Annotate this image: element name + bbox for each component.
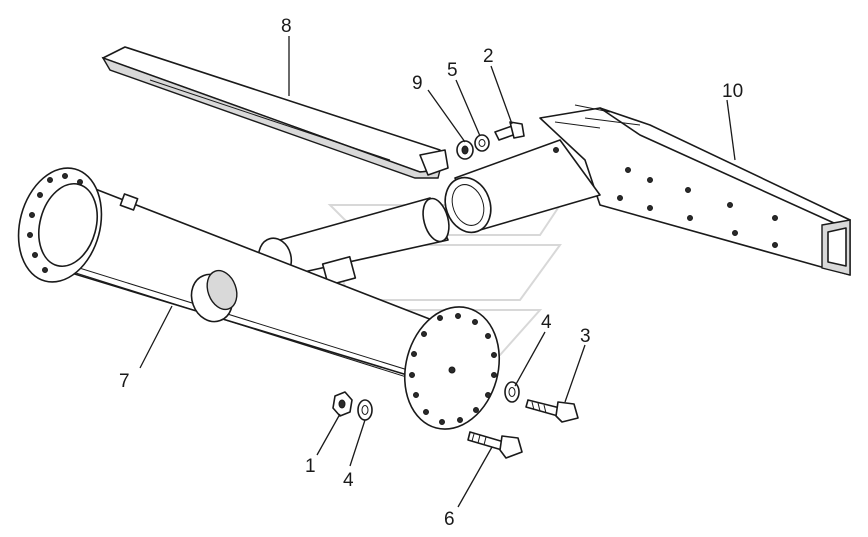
leader-lines [139,36,736,508]
callout-4-lower: 4 [343,470,354,491]
callout-8: 8 [281,16,292,37]
callout-7: 7 [119,371,130,392]
left-flange [17,167,103,283]
washer-4-right [504,381,520,403]
callout-1: 1 [305,456,316,477]
short-tube [444,139,601,234]
bolt-6 [467,431,523,459]
callout-5: 5 [447,60,458,81]
washer-5 [474,134,490,152]
washer-4-left [357,399,373,421]
cover-rail [101,46,449,179]
frame-beam [539,104,851,276]
callout-9: 9 [412,73,423,94]
callout-4-upper: 4 [541,312,552,333]
callout-2: 2 [483,46,494,67]
washer-9 [456,140,474,160]
callout-3: 3 [580,326,591,347]
bolt-3 [525,399,579,423]
nut-1 [332,391,353,417]
frame-beam-holes [617,167,778,248]
right-flange [403,306,501,430]
left-flange-holes [27,173,83,273]
callout-10: 10 [722,81,743,102]
callout-6: 6 [444,509,455,530]
right-flange-holes [409,313,497,425]
bolt-2 [494,121,525,141]
